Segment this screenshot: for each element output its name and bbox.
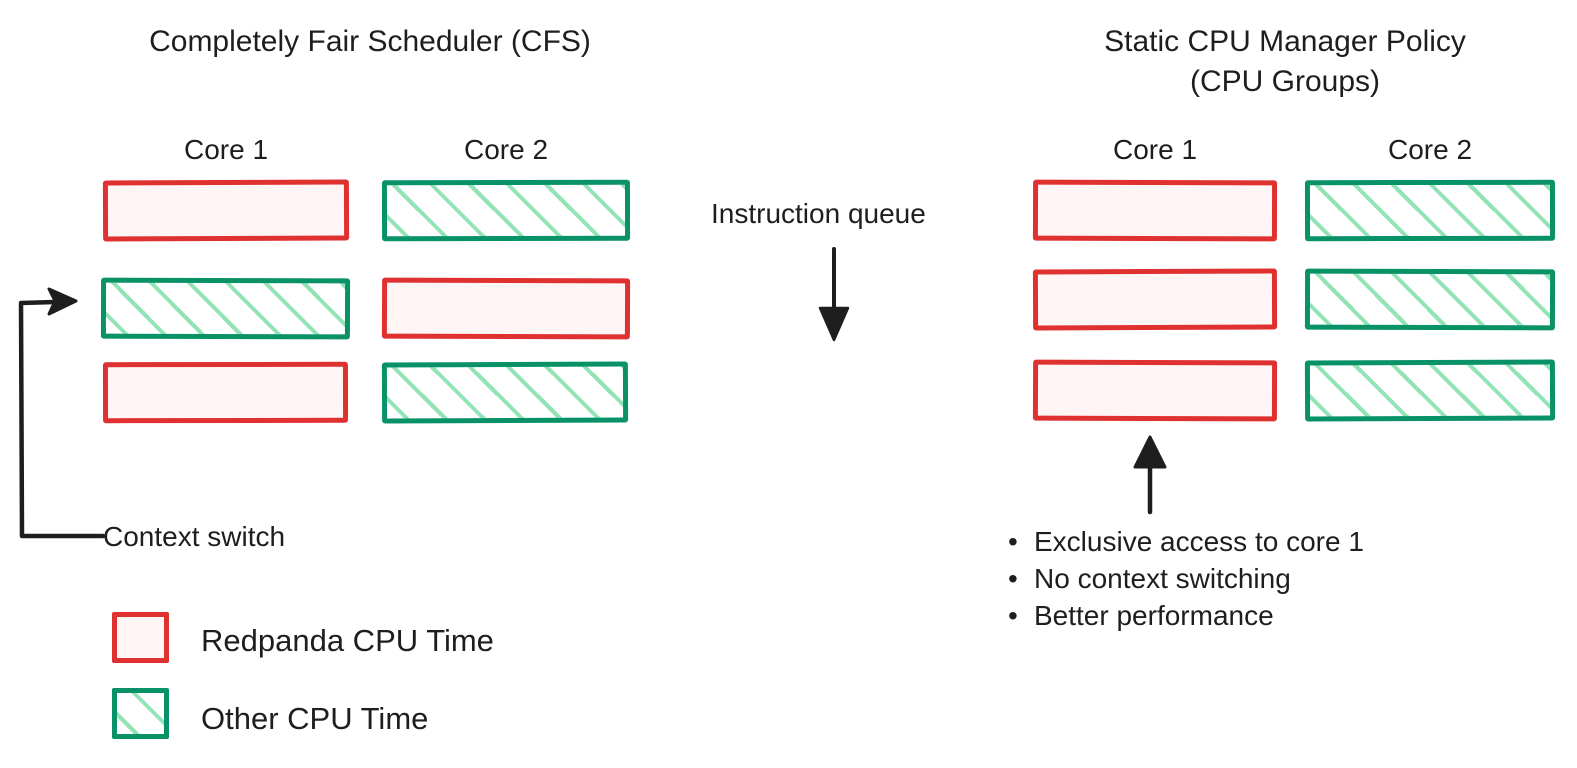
legend-label-other: Other CPU Time bbox=[201, 701, 429, 736]
instruction-queue-arrow-icon bbox=[818, 247, 850, 342]
left-core2-slot-3-other bbox=[381, 361, 629, 424]
right-panel-title-line1: Static CPU Manager Policy bbox=[1104, 25, 1466, 58]
exclusive-core-callout-arrow-icon bbox=[1133, 435, 1167, 515]
legend-swatch-other bbox=[112, 688, 169, 739]
benefits-bullet-list: • Exclusive access to core 1 • No context … bbox=[1008, 524, 1364, 635]
right-core2-slot-2-other bbox=[1304, 268, 1556, 331]
instruction-queue-label: Instruction queue bbox=[711, 198, 926, 229]
right-core1-slot-1-redpanda bbox=[1032, 179, 1278, 242]
left-core-2-label: Core 2 bbox=[463, 134, 549, 165]
bullet-dot-icon: • bbox=[1008, 526, 1018, 557]
bullet-dot-icon: • bbox=[1008, 562, 1018, 594]
bullet-text: No context switching bbox=[1034, 562, 1291, 594]
list-item: • Exclusive access to core 1 bbox=[1008, 524, 1364, 561]
left-core1-slot-2-other bbox=[100, 277, 351, 340]
bullet-text: Better performance bbox=[1034, 599, 1274, 631]
left-core-1-label: Core 1 bbox=[183, 134, 269, 165]
left-panel-title: Completely Fair Scheduler (CFS) bbox=[149, 25, 591, 58]
legend-label-redpanda: Redpanda CPU Time bbox=[201, 623, 494, 658]
bullet-text: Exclusive access to core 1 bbox=[1034, 526, 1364, 557]
left-core2-slot-2-redpanda bbox=[381, 277, 631, 340]
bullet-dot-icon: • bbox=[1008, 599, 1018, 631]
context-switch-arrow-icon bbox=[18, 287, 106, 539]
right-core-2-label: Core 2 bbox=[1387, 134, 1473, 165]
right-core1-slot-3-redpanda bbox=[1032, 359, 1278, 422]
left-core1-slot-3-redpanda bbox=[102, 361, 349, 424]
left-core1-slot-1-redpanda bbox=[102, 179, 350, 242]
left-core2-slot-1-other bbox=[381, 179, 631, 242]
list-item: • Better performance bbox=[1008, 598, 1364, 635]
right-core1-slot-2-redpanda bbox=[1032, 268, 1278, 331]
list-item: • No context switching bbox=[1008, 561, 1364, 598]
right-panel-title-line2: (CPU Groups) bbox=[1189, 65, 1381, 98]
right-core2-slot-3-other bbox=[1304, 359, 1556, 422]
right-core2-slot-1-other bbox=[1304, 179, 1556, 242]
right-core-1-label: Core 1 bbox=[1112, 134, 1198, 165]
legend-swatch-redpanda bbox=[112, 612, 169, 663]
context-switch-label: Context switch bbox=[103, 521, 286, 552]
